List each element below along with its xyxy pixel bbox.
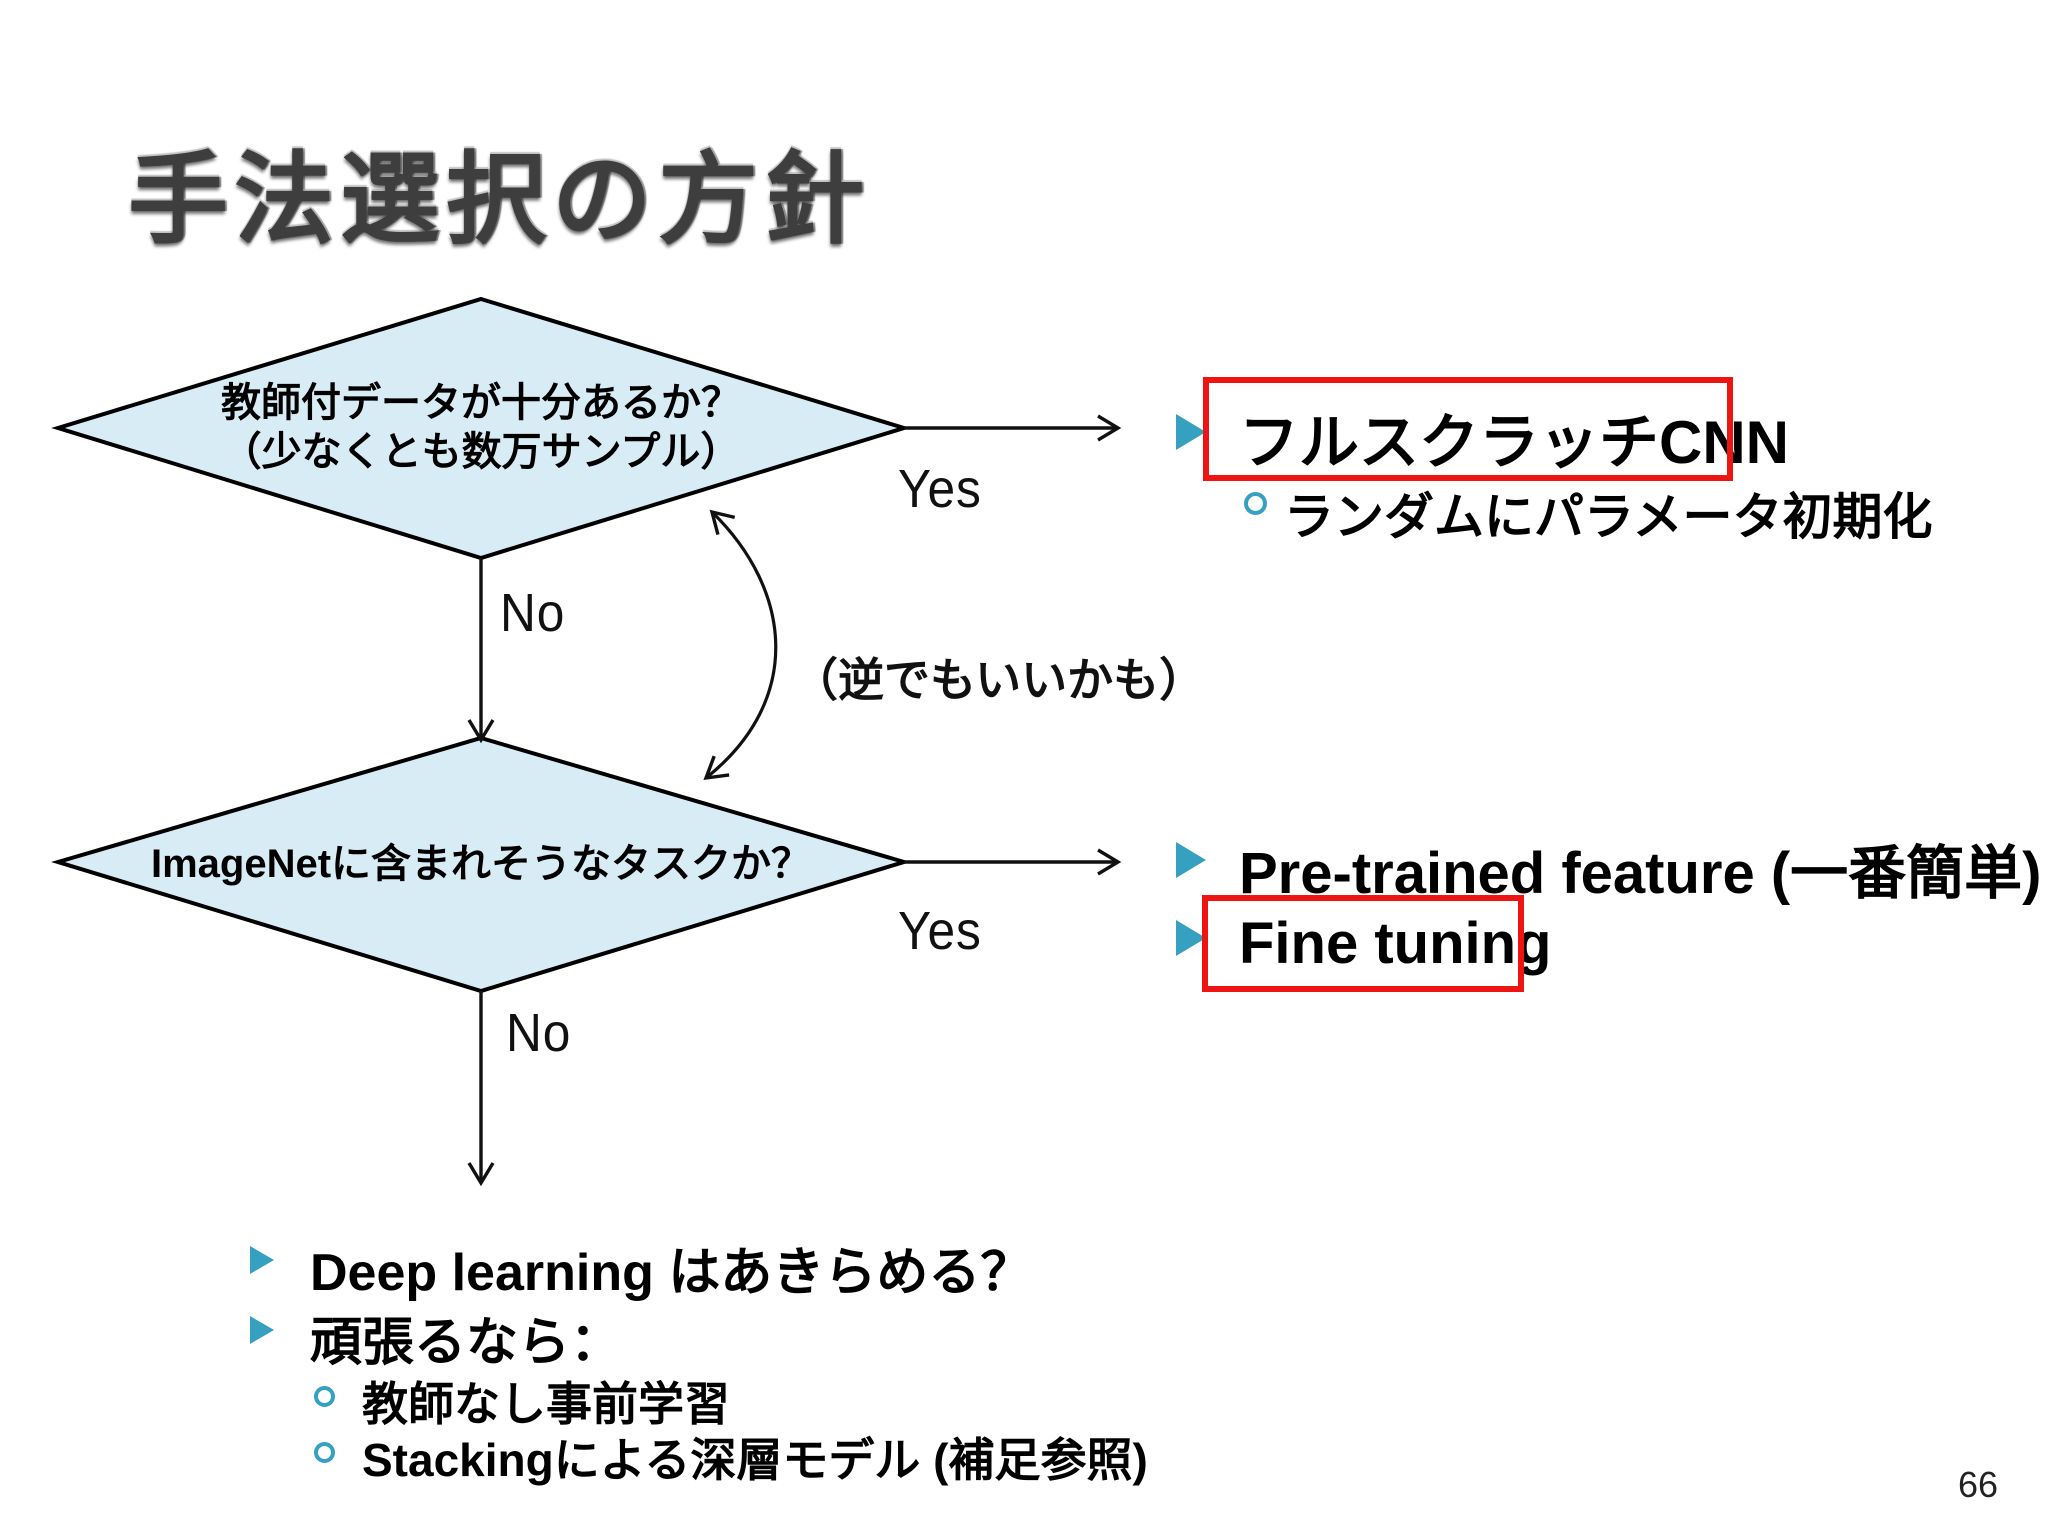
slide-title: 手法選択の方針: [128, 144, 870, 256]
yes-label-2: Yes: [898, 901, 982, 961]
highlight-box-finetuning: [1202, 895, 1524, 992]
swap-arrow: [703, 509, 778, 781]
outcome-bottom-sub2: Stackingによる深層モデル (補足参照): [362, 1434, 1148, 1486]
page-number: 66: [1958, 1464, 1999, 1505]
swap-note: （逆でもいいかも）: [792, 654, 1206, 706]
decision-1-text: 教師付データが十分あるか？ （少なくとも数万サンプル）: [31, 379, 931, 477]
outcome-bottom-item1: Deep learning はあきらめる？: [310, 1244, 1033, 1302]
outcome-top-item1: フルスクラッチCNN: [1239, 409, 1789, 476]
triangle-bullet-icon: [250, 1316, 274, 1344]
decision-1-line2: （少なくとも数万サンプル）: [221, 429, 741, 474]
triangle-bullet-icon: [1176, 920, 1206, 956]
decision-1-line1: 教師付データが十分あるか？: [221, 381, 741, 425]
decision-2-line1: ImageNetに含まれそうなタスクか？: [150, 842, 812, 886]
decision-2-text: ImageNetに含まれそうなタスクか？: [31, 840, 931, 889]
triangle-bullet-icon: [250, 1246, 274, 1274]
circle-bullet-icon: [314, 1442, 335, 1463]
no-label-1: No: [500, 583, 566, 643]
triangle-bullet-icon: [1176, 842, 1206, 878]
highlight-box-cnn: [1203, 377, 1733, 481]
circle-bullet-icon: [1244, 492, 1267, 515]
outcome-mid-item2: Fine tuning: [1239, 911, 1552, 976]
outcome-bottom-sub1: 教師なし事前学習: [362, 1378, 730, 1430]
yes-label-1: Yes: [898, 459, 982, 519]
circle-bullet-icon: [314, 1386, 335, 1407]
outcome-top-sub1: ランダムにパラメータ初期化: [1284, 489, 1933, 545]
triangle-bullet-icon: [1176, 414, 1206, 450]
no-label-2: No: [506, 1003, 572, 1063]
outcome-bottom-item2: 頑張るなら：: [310, 1314, 623, 1372]
